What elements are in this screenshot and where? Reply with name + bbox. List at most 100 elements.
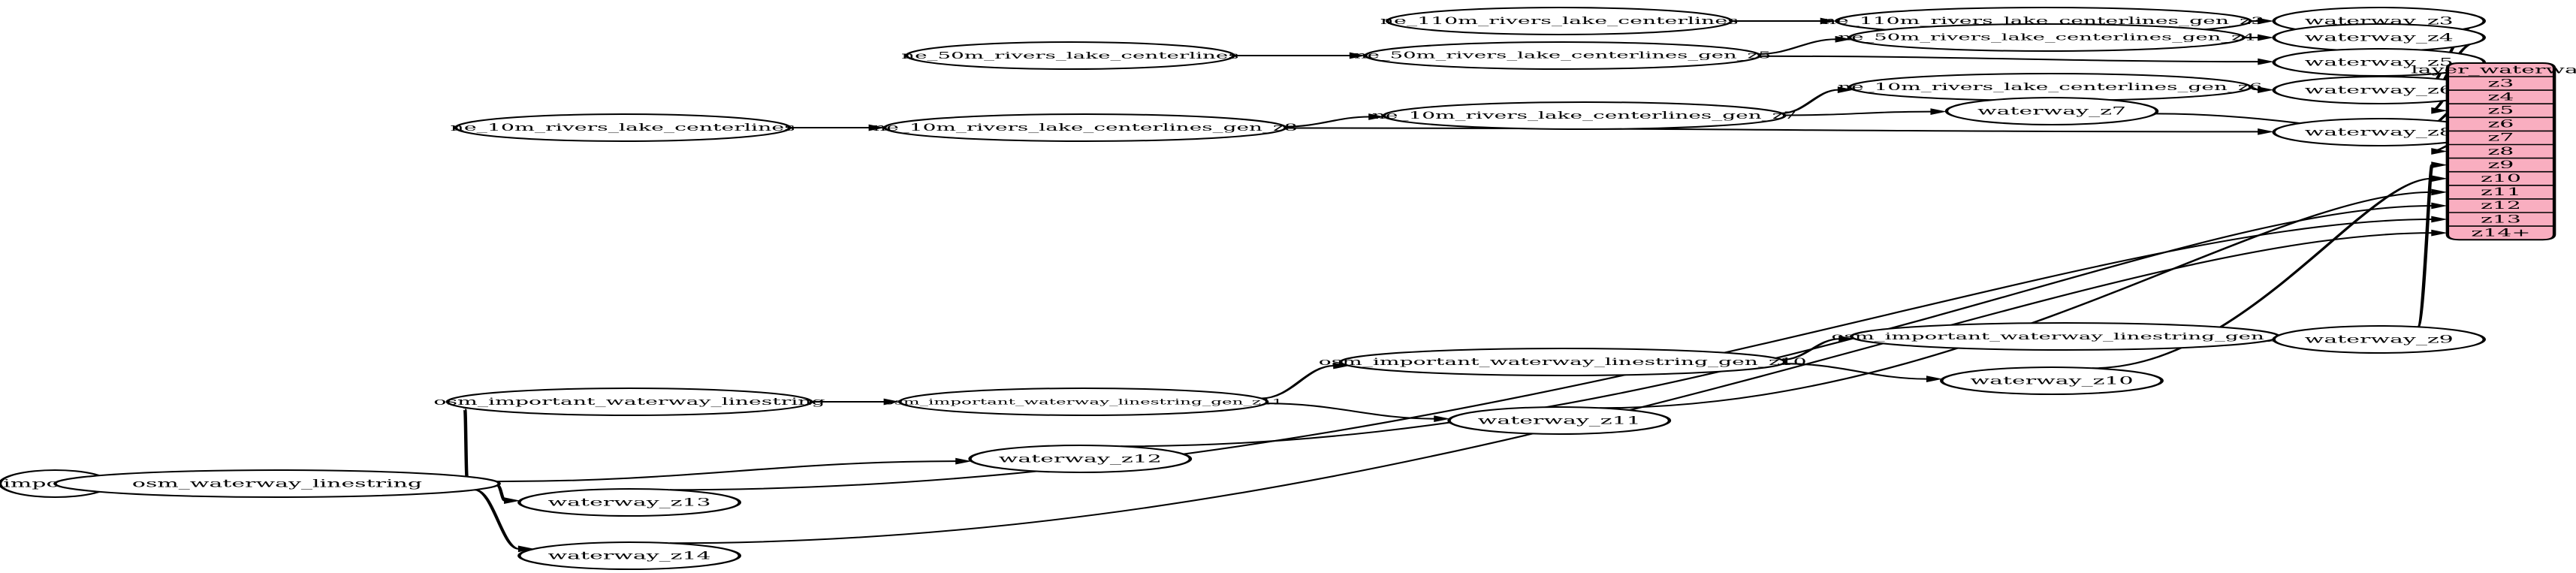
node-label: waterway_z10 (1970, 375, 2133, 387)
edge-ne_10m_rivers_lake_centerlines_gen_z7--to--ne_10m_rivers_lake_centerlines_gen_z6 (1781, 89, 1839, 114)
table-row-z8[interactable]: z8 (2488, 146, 2514, 158)
edge-arrowhead (1820, 17, 1837, 25)
edge-ne_50m_rivers_lake_centerlines_gen_z5--to--waterway_z5 (1759, 55, 2259, 63)
node-shape (897, 388, 1269, 416)
edge-arrowhead (1349, 52, 1366, 59)
node-waterway_z4[interactable]: waterway_z4 (2272, 23, 2486, 52)
node-shape (1944, 97, 2159, 125)
edge-arrowhead (2431, 188, 2448, 196)
node-shape (1447, 406, 1672, 435)
edge-waterway_z14--to--layer_waterway-z14+ (669, 232, 2433, 544)
table-row-z7[interactable]: z7 (2488, 132, 2514, 144)
edge-arrowhead (955, 457, 972, 465)
table-row-z6[interactable]: z6 (2488, 118, 2514, 130)
node-shape (1382, 101, 1787, 130)
node-label: osm_important_waterway_linestring_gen_z1… (1319, 357, 1807, 368)
edge-osm_important_waterway_linestring_gen_z10--to--waterway_z10 (1783, 363, 1928, 380)
edge-arrowhead (1835, 35, 1852, 43)
node-label: waterway_z9 (2305, 333, 2454, 345)
node-label: waterway_z11 (1478, 415, 1641, 427)
node-label: waterway_z8 (2305, 126, 2454, 138)
node-waterway_z5[interactable]: waterway_z5 (2272, 48, 2486, 77)
node-shape (53, 469, 501, 498)
edge-waterway_z10--to--layer_waterway-z10 (2092, 177, 2433, 369)
node-osm_important_waterway_linestring[interactable]: osm_important_waterway_linestring (433, 388, 825, 416)
node-shape (517, 541, 741, 570)
node-ne_10m_rivers_lake_centerlines_gen_z8[interactable]: ne_10m_rivers_lake_centerlines_gen_z8 (873, 113, 1298, 142)
node-shape (454, 113, 792, 142)
edge-arrowhead (2258, 86, 2274, 93)
node-shape (1940, 366, 2164, 395)
edge-arrowhead (2431, 107, 2448, 114)
node-waterway_z7[interactable]: waterway_z7 (1944, 97, 2159, 125)
node-ne_10m_rivers_lake_centerlines[interactable]: ne_10m_rivers_lake_centerlines (451, 113, 795, 142)
node-shape (968, 445, 1193, 473)
edge-arrowhead (2431, 229, 2448, 237)
node-ne_10m_rivers_lake_centerlines_gen_z6[interactable]: ne_10m_rivers_lake_centerlines_gen_z6 (1838, 73, 2262, 101)
node-label: waterway_z5 (2305, 56, 2454, 68)
node-label: waterway_z12 (999, 453, 1162, 465)
edge-osm_important_waterway_linestring_gen_z11--to--waterway_z11 (1265, 403, 1435, 420)
node-osm_important_waterway_linestring_gen_z9[interactable]: osm_important_waterway_linestring_gen_z9 (1832, 322, 2299, 351)
node-label: waterway_z6 (2305, 84, 2454, 96)
node-label: osm_important_waterway_linestring_gen_z9 (1832, 331, 2299, 342)
table-row-z9[interactable]: z9 (2488, 159, 2514, 171)
table-row-z14plus[interactable]: z14+ (2471, 227, 2530, 239)
edge-arrowhead (2258, 17, 2274, 25)
edge-ne_10m_rivers_lake_centerlines_gen_z7--to--waterway_z7 (1784, 110, 1932, 116)
node-waterway_z10[interactable]: waterway_z10 (1940, 366, 2164, 395)
edge-osm_important_waterway_linestring_gen_z11--to--osm_important_waterway_linestring_gen_z10 (1260, 365, 1335, 400)
node-waterway_z9[interactable]: waterway_z9 (2272, 325, 2486, 354)
node-ne_50m_rivers_lake_centerlines[interactable]: ne_50m_rivers_lake_centerlines (901, 41, 1239, 70)
node-ne_50m_rivers_lake_centerlines_gen_z4[interactable]: ne_50m_rivers_lake_centerlines_gen_z4 (1838, 23, 2256, 52)
edge-arrowhead (2258, 58, 2274, 65)
node-osm_important_waterway_linestring_gen_z10[interactable]: osm_important_waterway_linestring_gen_z1… (1319, 348, 1807, 376)
node-label: ne_50m_rivers_lake_centerlines_gen_z5 (1354, 50, 1772, 62)
table-row-z11[interactable]: z11 (2481, 186, 2521, 198)
table-row-z3[interactable]: z3 (2488, 77, 2514, 89)
layer-waterway-title: layer_waterway (2411, 64, 2576, 76)
edge-arrowhead (1837, 86, 1854, 93)
node-waterway_z8[interactable]: waterway_z8 (2272, 118, 2486, 146)
edge-arrowhead (2431, 175, 2448, 182)
node-ne_10m_rivers_lake_centerlines_gen_z7[interactable]: ne_10m_rivers_lake_centerlines_gen_z7 (1372, 101, 1796, 130)
node-shape (904, 41, 1235, 70)
table-row-z5[interactable]: z5 (2488, 104, 2514, 116)
node-shape (517, 488, 741, 517)
node-waterway_z12[interactable]: waterway_z12 (968, 445, 1193, 473)
table-row-z12[interactable]: z12 (2481, 200, 2521, 212)
node-ne_110m_rivers_lake_centerlines[interactable]: ne_110m_rivers_lake_centerlines (1380, 7, 1739, 35)
edge-ne_10m_rivers_lake_centerlines_gen_z8--to--waterway_z8 (1285, 127, 2259, 133)
node-label: ne_10m_rivers_lake_centerlines_gen_z8 (873, 122, 1297, 134)
edge-ne_10m_rivers_lake_centerlines_gen_z8--to--ne_10m_rivers_lake_centerlines_gen_z7 (1284, 116, 1370, 128)
edge-arrowhead (2258, 128, 2274, 135)
edge-arrowhead (1434, 415, 1450, 423)
layer-waterway-outline (2445, 62, 2556, 241)
node-label: ne_110m_rivers_lake_centerlines_gen_z3 (1823, 16, 2264, 27)
node-waterway_z14[interactable]: waterway_z14 (517, 541, 741, 570)
node-label: waterway_z14 (547, 550, 710, 562)
edge-arrowhead (2258, 34, 2274, 41)
table-row-z13[interactable]: z13 (2481, 213, 2521, 225)
edge-osm_waterway_linestring--to--waterway_z13 (496, 484, 507, 502)
table-row-z10[interactable]: z10 (2481, 173, 2521, 185)
node-label: ne_10m_rivers_lake_centerlines_gen_z6 (1838, 82, 2262, 93)
node-shape (1386, 7, 1733, 35)
node-waterway_z13[interactable]: waterway_z13 (517, 488, 741, 517)
edge-arrowhead (1333, 362, 1350, 369)
node-osm_waterway_linestring[interactable]: osm_waterway_linestring (53, 469, 501, 498)
nodes-layer: imposm3osm_waterway_linestringosm_import… (0, 7, 2486, 570)
node-label: ne_50m_rivers_lake_centerlines (901, 50, 1238, 62)
node-waterway_z11[interactable]: waterway_z11 (1447, 406, 1672, 435)
node-label: waterway_z7 (1977, 105, 2126, 117)
edge-arrowhead (2431, 161, 2448, 169)
node-ne_50m_rivers_lake_centerlines_gen_z5[interactable]: ne_50m_rivers_lake_centerlines_gen_z5 (1354, 41, 1772, 70)
table-row-z4[interactable]: z4 (2488, 91, 2514, 103)
node-label: ne_110m_rivers_lake_centerlines (1380, 16, 1739, 27)
node-label: ne_50m_rivers_lake_centerlines_gen_z4 (1838, 32, 2256, 44)
node-osm_important_waterway_linestring_gen_z11[interactable]: osm_important_waterway_linestring_gen_z1… (884, 388, 1283, 416)
node-label: ne_10m_rivers_lake_centerlines (451, 122, 795, 134)
node-label: waterway_z3 (2305, 15, 2454, 27)
